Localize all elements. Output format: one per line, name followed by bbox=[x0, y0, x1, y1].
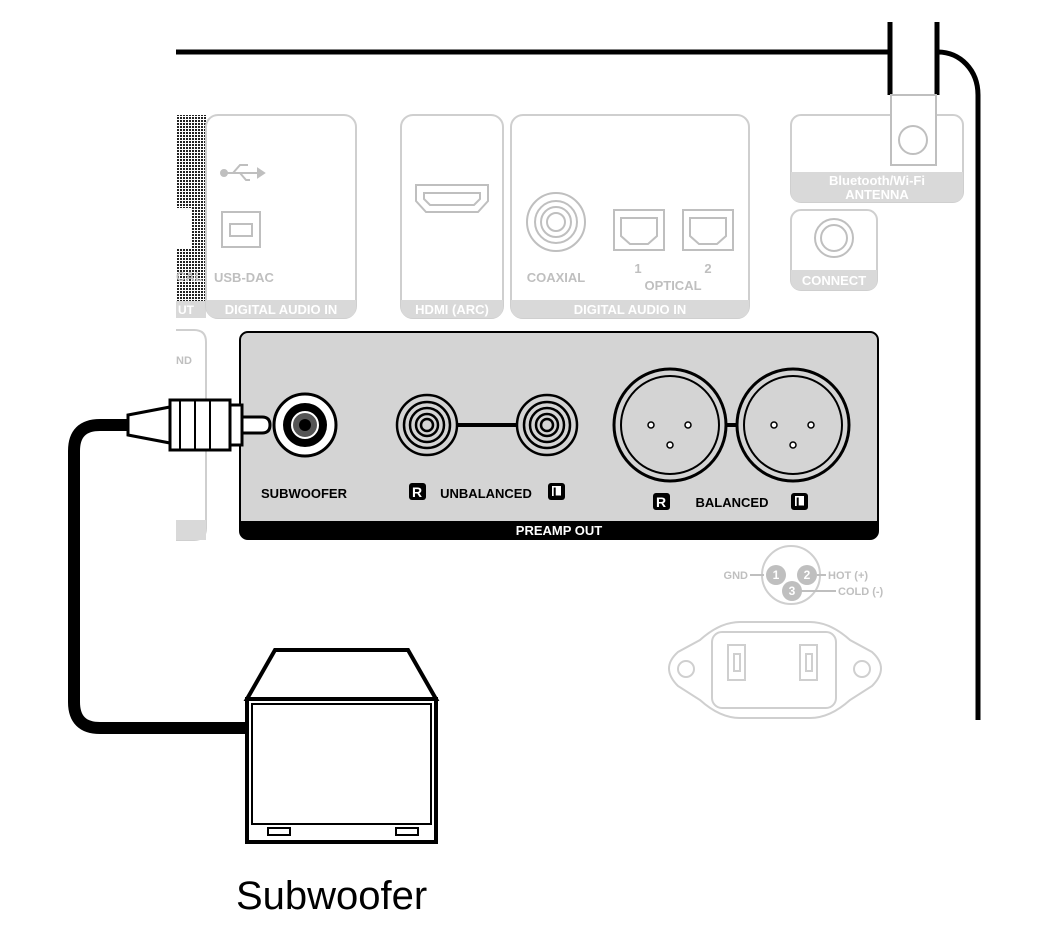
preamp-out-label: PREAMP OUT bbox=[516, 523, 602, 538]
usb-icon bbox=[220, 164, 266, 181]
gnd-label: GND bbox=[724, 570, 749, 582]
subwoofer-caption: Subwoofer bbox=[236, 874, 428, 918]
hdmi-port bbox=[415, 184, 489, 213]
connect-label: CONNECT bbox=[802, 273, 866, 288]
coaxial-jack bbox=[526, 192, 586, 252]
ac-inlet bbox=[668, 621, 882, 719]
unbalanced-l-jack bbox=[515, 393, 579, 457]
balanced-l-marker: L bbox=[796, 494, 805, 510]
subwoofer-jack bbox=[272, 392, 338, 458]
pin-3: 3 bbox=[789, 584, 796, 598]
preamp-out-panel: PREAMP OUT SUBWOOFER R UNBALANCED bbox=[239, 331, 879, 540]
unbalanced-r-marker: R bbox=[412, 484, 422, 500]
pin-1: 1 bbox=[773, 568, 780, 582]
xlr-pinout-diagram: 1 2 3 GND HOT (+) COLD (-) bbox=[724, 545, 884, 605]
hdmi-label: HDMI (ARC) bbox=[415, 302, 489, 317]
pin-2: 2 bbox=[804, 568, 811, 582]
optical-port-1 bbox=[613, 209, 665, 251]
coaxial-label: COAXIAL bbox=[527, 270, 586, 285]
antenna-label-box: Bluetooth/Wi-Fi ANTENNA bbox=[790, 94, 964, 203]
digital-audio-in-section: COAXIAL 1 2 OPTICAL DIGITAL AUDIO IN bbox=[510, 114, 750, 319]
balanced-r-xlr-jack bbox=[612, 367, 728, 483]
usb-dac-section: USB-DAC DIGITAL AUDIO IN bbox=[205, 114, 357, 319]
optical-1-label: 1 bbox=[634, 261, 641, 276]
optical-out-cropped-text: CAL bbox=[176, 269, 203, 284]
digital-audio-in-label-1: DIGITAL AUDIO IN bbox=[225, 302, 337, 317]
optical-port-2 bbox=[682, 209, 734, 251]
subwoofer-speaker-icon bbox=[243, 648, 440, 844]
connect-section: CONNECT bbox=[790, 209, 878, 291]
out-cropped-text: UT bbox=[178, 303, 195, 317]
balanced-label: BALANCED bbox=[696, 495, 769, 510]
optical-label: OPTICAL bbox=[644, 278, 701, 293]
rca-cable bbox=[68, 419, 248, 734]
digital-audio-in-label-2: DIGITAL AUDIO IN bbox=[574, 302, 686, 317]
optical-2-label: 2 bbox=[704, 261, 711, 276]
rear-panel-outline bbox=[176, 49, 981, 720]
unbalanced-label: UNBALANCED bbox=[440, 486, 532, 501]
hot-label: HOT (+) bbox=[828, 570, 868, 582]
antenna-label-line1: Bluetooth/Wi-Fi bbox=[829, 173, 925, 188]
cold-label: COLD (-) bbox=[838, 586, 884, 598]
balanced-r-marker: R bbox=[656, 494, 666, 510]
unbalanced-l-marker: L bbox=[553, 484, 562, 500]
unbalanced-r-jack bbox=[395, 393, 459, 457]
subwoofer-jack-label: SUBWOOFER bbox=[261, 486, 348, 501]
hdmi-section: HDMI (ARC) bbox=[400, 114, 504, 319]
balanced-l-xlr-jack bbox=[735, 367, 851, 483]
gnd-cropped-text: ND bbox=[176, 355, 192, 367]
antenna-label-line2: ANTENNA bbox=[845, 187, 909, 202]
usb-dac-label: USB-DAC bbox=[214, 270, 275, 285]
rca-plug bbox=[126, 398, 272, 452]
